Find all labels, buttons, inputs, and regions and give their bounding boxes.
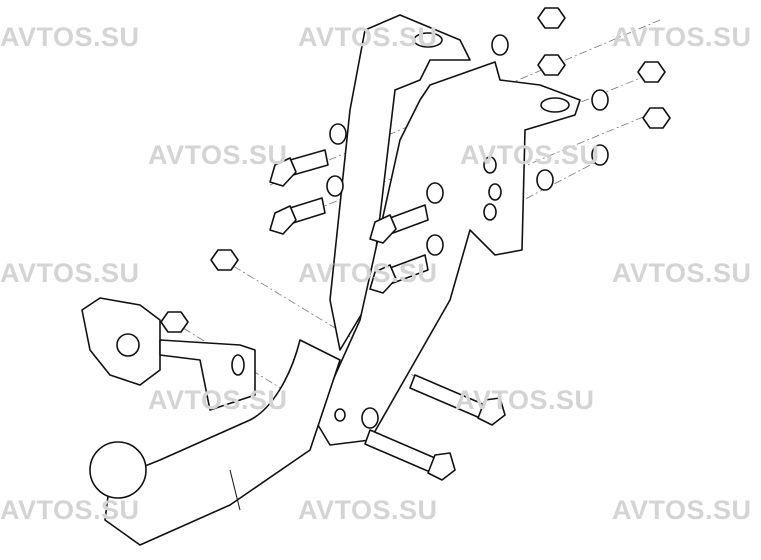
side-bracket-rear xyxy=(329,14,471,351)
bolt-hole xyxy=(488,183,502,201)
slot-hole xyxy=(231,354,245,376)
bolt-hole xyxy=(361,407,379,429)
slot-hole xyxy=(413,32,443,48)
socket-bracket xyxy=(159,339,256,411)
watermark: AVTOS.SU xyxy=(148,385,288,415)
nuts xyxy=(160,7,671,333)
slot-hole xyxy=(540,97,570,113)
watermark: AVTOS.SU xyxy=(0,22,140,52)
side-bracket-front xyxy=(314,61,581,446)
tow-ball xyxy=(89,441,147,499)
watermark: AVTOS.SU xyxy=(455,385,595,415)
watermark: AVTOS.SU xyxy=(298,258,438,288)
watermark: AVTOS.SU xyxy=(0,495,140,525)
washers xyxy=(326,34,609,256)
watermark: AVTOS.SU xyxy=(460,140,600,170)
watermark: AVTOS.SU xyxy=(298,22,438,52)
bolt-hole xyxy=(334,408,346,422)
tow-bar-neck xyxy=(104,339,341,546)
watermark: AVTOS.SU xyxy=(612,495,752,525)
socket-hole xyxy=(116,333,140,357)
bolts xyxy=(269,149,506,481)
watermark: AVTOS.SU xyxy=(148,140,288,170)
bolt-hole xyxy=(483,156,497,174)
watermark: AVTOS.SU xyxy=(298,495,438,525)
watermark: AVTOS.SU xyxy=(612,258,752,288)
bolt-hole xyxy=(483,203,497,221)
watermark: AVTOS.SU xyxy=(0,258,140,288)
watermark: AVTOS.SU xyxy=(612,22,752,52)
